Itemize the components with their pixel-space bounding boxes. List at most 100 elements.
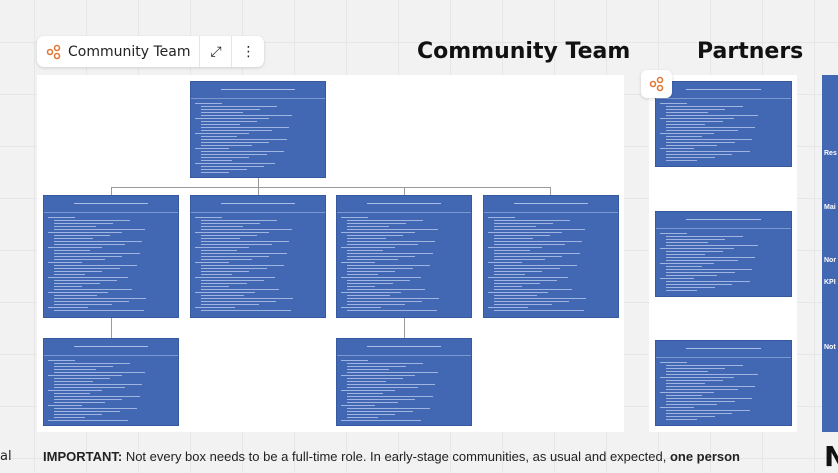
card-text-line — [48, 247, 102, 248]
card-text-line — [347, 399, 416, 400]
card-text-line — [494, 238, 533, 239]
card-text-line — [347, 280, 410, 281]
card-text-line — [494, 304, 552, 305]
card-text-line — [666, 284, 733, 285]
card-text-line — [201, 220, 278, 221]
card-text-line — [666, 416, 715, 417]
card-text-line — [666, 380, 723, 381]
card-text-line — [54, 259, 105, 260]
card-text-line — [494, 244, 566, 245]
card-text-line — [347, 387, 419, 388]
card-text-line — [341, 307, 382, 308]
card-text-line — [48, 292, 109, 293]
more-button[interactable]: ⋮ — [232, 36, 264, 67]
card-text-line — [201, 241, 290, 242]
card-text-line — [201, 274, 232, 275]
card-text-line — [666, 275, 718, 276]
card-text-line — [660, 377, 735, 378]
card-text-line — [195, 262, 229, 263]
card-text-line — [201, 130, 273, 131]
connector — [258, 178, 259, 187]
card-text-line — [347, 256, 416, 257]
role-card[interactable] — [190, 195, 326, 318]
card-text-line — [54, 250, 91, 251]
card-text-line — [54, 408, 138, 409]
role-card[interactable] — [655, 340, 792, 426]
card-text-line — [666, 245, 758, 246]
card-text-line — [666, 136, 703, 137]
right-frame[interactable] — [822, 75, 838, 432]
card-text-line — [488, 247, 542, 248]
card-text-line — [48, 390, 102, 391]
card-text-line — [54, 369, 96, 370]
partners-mindmap-button[interactable] — [641, 70, 672, 98]
card-text-line — [660, 248, 735, 249]
card-text-line — [341, 420, 422, 421]
right-label: Res — [824, 150, 837, 157]
card-text-line — [660, 407, 694, 408]
role-card[interactable] — [190, 81, 326, 178]
card-text-line — [54, 289, 132, 290]
role-card[interactable] — [655, 211, 792, 297]
card-text-line — [347, 417, 378, 418]
role-card[interactable] — [43, 195, 179, 318]
card-text-line — [201, 157, 250, 158]
card-text-line — [666, 374, 758, 375]
card-text-line — [201, 283, 247, 284]
role-card[interactable] — [483, 195, 619, 318]
card-text-line — [48, 360, 75, 361]
card-text-line — [201, 250, 238, 251]
card-text-line — [54, 268, 120, 269]
card-text-line — [54, 223, 113, 224]
card-text-line — [666, 398, 753, 399]
card-text-line — [666, 419, 698, 420]
card-text-line — [494, 241, 583, 242]
card-text-line — [54, 417, 85, 418]
card-text-line — [341, 292, 402, 293]
role-card[interactable] — [336, 195, 472, 318]
card-text-line — [195, 163, 276, 164]
role-card[interactable] — [336, 338, 472, 426]
card-text-line — [195, 307, 236, 308]
card-text-line — [54, 298, 147, 299]
card-text-line — [666, 154, 733, 155]
card-text-line — [341, 405, 375, 406]
card-text-line — [494, 310, 584, 311]
card-divider — [656, 357, 791, 358]
card-title-line — [221, 203, 295, 204]
card-text-line — [54, 378, 111, 379]
card-text-line — [666, 290, 698, 291]
card-text-line — [201, 235, 258, 236]
card-text-line — [666, 413, 733, 414]
card-text-line — [666, 383, 706, 384]
card-text-line — [54, 286, 83, 287]
expand-button[interactable]: ⤢ — [200, 36, 233, 67]
card-text-line — [201, 271, 250, 272]
card-text-line — [347, 363, 424, 364]
card-divider — [337, 212, 471, 213]
card-text-line — [54, 274, 85, 275]
card-text-line — [347, 271, 396, 272]
card-text-line — [347, 268, 413, 269]
card-text-line — [201, 301, 277, 302]
card-text-line — [666, 260, 738, 261]
card-text-line — [54, 301, 130, 302]
important-note: IMPORTANT: Not every box needs to be a f… — [43, 449, 740, 464]
card-text-line — [666, 151, 750, 152]
mindmap-icon — [649, 76, 663, 92]
card-text-line — [494, 223, 553, 224]
role-card[interactable] — [655, 81, 792, 167]
card-text-line — [54, 283, 100, 284]
card-title-line — [74, 203, 148, 204]
card-text-line — [666, 236, 743, 237]
card-text-line — [54, 411, 120, 412]
card-text-line — [666, 239, 726, 240]
card-text-line — [494, 268, 560, 269]
role-card[interactable] — [43, 338, 179, 426]
card-text-line — [347, 393, 384, 394]
card-text-line — [494, 283, 540, 284]
card-text-line — [54, 256, 123, 257]
card-text-line — [666, 112, 708, 113]
card-text-line — [201, 169, 247, 170]
frame-title-button[interactable]: Community Team — [37, 36, 201, 67]
